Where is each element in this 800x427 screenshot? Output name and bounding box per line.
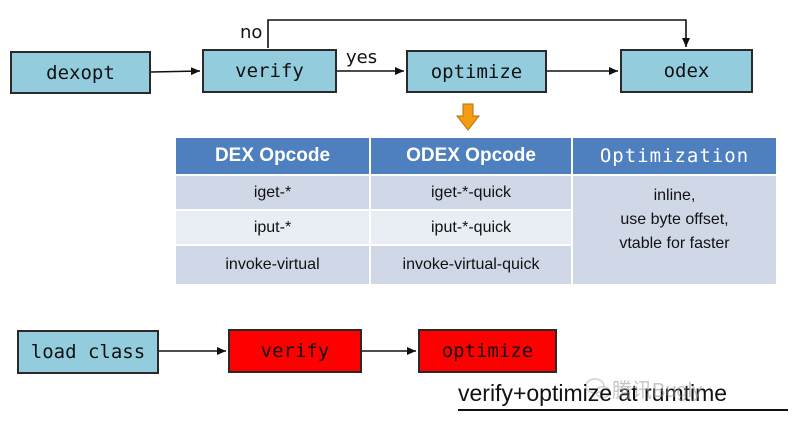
watermark: 腾讯Bugly [612,380,703,402]
optimization-cell: inline, use byte offset, vtable for fast… [573,174,776,284]
opcode-table: DEX Opcode ODEX Opcode Optimization iget… [176,138,776,284]
header-odex-opcode: ODEX Opcode [371,138,573,174]
wechat-icon [585,378,611,399]
optimization-line: vtable for faster [619,235,730,252]
down-arrow-icon [455,103,481,131]
optimize-box: optimize [406,50,547,93]
verify-box: verify [202,49,337,93]
table-cell: invoke-virtual [176,244,371,284]
load-class-box: load class [17,330,159,374]
verify-runtime-box: verify [228,329,362,373]
header-optimization: Optimization [573,138,776,174]
label-no: no [240,22,263,43]
header-dex-opcode: DEX Opcode [176,138,371,174]
arrow-verify-odex-no [267,19,690,48]
odex-box: odex [620,49,753,93]
arrow-dexopt-verify [150,67,201,76]
table-cell: iput-*-quick [371,209,573,244]
dexopt-box: dexopt [10,51,151,94]
table-cell: iput-* [176,209,371,244]
table-cell: invoke-virtual-quick [371,244,573,284]
table-cell: iget-*-quick [371,174,573,209]
optimize-runtime-box: optimize [418,329,557,373]
runtime-caption: verify+optimize at rumtime [458,380,788,411]
label-yes: yes [346,47,378,68]
table-cell: iget-* [176,174,371,209]
optimization-line: use byte offset, [620,211,729,228]
optimization-line: inline, [653,187,696,204]
